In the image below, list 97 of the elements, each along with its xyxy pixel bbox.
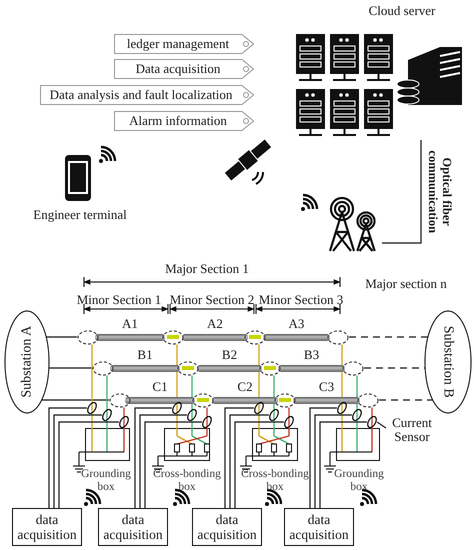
dashed-connector xyxy=(364,367,426,369)
section-label: Major section n xyxy=(364,276,448,292)
section-label: Minor Section 2 xyxy=(168,292,256,308)
current-sensor xyxy=(202,415,212,429)
cable-joint xyxy=(92,360,114,376)
cable-label: C3 xyxy=(318,380,336,394)
wire xyxy=(139,414,187,508)
box-text: data acquisition xyxy=(196,513,258,543)
current-sensor xyxy=(187,408,197,422)
wire xyxy=(258,344,260,428)
substation-label: Substation B xyxy=(440,324,456,400)
current-sensor xyxy=(337,401,347,415)
current-sensor xyxy=(172,401,182,415)
section-label: Minor Section 3 xyxy=(258,292,344,308)
current-sensor xyxy=(367,415,377,429)
data-acquisition-box xyxy=(12,508,82,546)
leader-line xyxy=(48,367,92,369)
cable-label: B1 xyxy=(136,348,154,362)
function-tag xyxy=(40,85,254,105)
box-caption: Grounding box xyxy=(334,468,384,494)
cable-joint xyxy=(259,360,281,376)
leader-line xyxy=(376,422,386,428)
current-sensor xyxy=(284,415,294,429)
wire xyxy=(288,408,290,428)
wire xyxy=(91,344,93,428)
current-sensor xyxy=(87,401,97,415)
cable-label: A2 xyxy=(206,317,224,332)
terminal-caption: Engineer terminal xyxy=(32,207,128,223)
wire xyxy=(382,140,422,244)
wire xyxy=(224,407,254,508)
cable-joint xyxy=(244,330,266,344)
current-sensor xyxy=(102,408,112,422)
substation-ellipse xyxy=(4,310,50,414)
substation-ellipse xyxy=(424,310,472,414)
function-tag xyxy=(114,59,254,79)
wire xyxy=(176,344,178,428)
box-caption: Cross-bonding box xyxy=(240,468,310,494)
cable-joint xyxy=(162,330,184,344)
wire xyxy=(144,421,202,508)
leader-line xyxy=(46,336,77,338)
section-label: Major Section 1 xyxy=(164,261,250,277)
cable-joint xyxy=(274,392,296,408)
wire xyxy=(229,414,269,508)
current-sensor xyxy=(254,401,264,415)
current-sensor xyxy=(352,408,362,422)
box-text: data acquisition xyxy=(102,513,164,543)
data-acquisition-box xyxy=(284,508,354,546)
cable-label: C1 xyxy=(151,380,169,394)
tag-text: Alarm information xyxy=(128,114,228,128)
box-text: data acquisition xyxy=(16,513,78,543)
current-sensor xyxy=(119,415,129,429)
wire xyxy=(53,414,102,508)
dashed-connector xyxy=(379,399,433,401)
data-acquisition-box xyxy=(192,508,262,546)
wire xyxy=(356,376,358,428)
wire xyxy=(309,407,337,508)
wire xyxy=(191,376,193,428)
data-acquisition-box xyxy=(98,508,168,546)
wire xyxy=(371,408,373,428)
wire xyxy=(314,414,352,508)
cable-joint xyxy=(177,360,199,376)
wire xyxy=(58,421,119,508)
cable-joint xyxy=(327,330,349,344)
tag-text: Data acquisition xyxy=(134,62,222,76)
tag-text: ledger management xyxy=(126,37,230,52)
substation-label: Substation A xyxy=(19,324,35,400)
wire xyxy=(134,407,172,508)
cable-label: A3 xyxy=(288,317,306,332)
cable-joint xyxy=(77,330,99,344)
node-title: Cloud server xyxy=(368,4,436,18)
sensor-label: Current Sensor xyxy=(391,416,433,445)
box-caption: Grounding box xyxy=(80,468,132,494)
function-tag xyxy=(114,111,254,131)
wire xyxy=(341,344,343,428)
wire xyxy=(319,421,367,508)
cable-label: B2 xyxy=(220,348,238,362)
wire xyxy=(206,408,208,428)
dashed-connector xyxy=(349,336,428,338)
cable-joint xyxy=(192,392,214,408)
cable-label: B3 xyxy=(302,348,320,362)
wire xyxy=(273,376,275,428)
box-caption: Cross-bonding box xyxy=(152,468,222,494)
cable-joint xyxy=(357,392,379,408)
wire xyxy=(234,421,284,508)
function-tag xyxy=(114,34,254,54)
box-text: data acquisition xyxy=(288,513,350,543)
wire xyxy=(48,407,87,508)
wire xyxy=(123,408,125,428)
wire xyxy=(106,376,108,428)
cable-joint xyxy=(342,360,364,376)
leader-line xyxy=(42,399,109,401)
cable-label: C2 xyxy=(236,380,254,394)
cable-joint xyxy=(109,392,131,408)
current-sensor xyxy=(269,408,279,422)
section-label: Minor Section 1 xyxy=(76,292,162,308)
cable-label: A1 xyxy=(121,317,139,332)
tag-text: Data analysis and fault localization xyxy=(48,88,234,102)
